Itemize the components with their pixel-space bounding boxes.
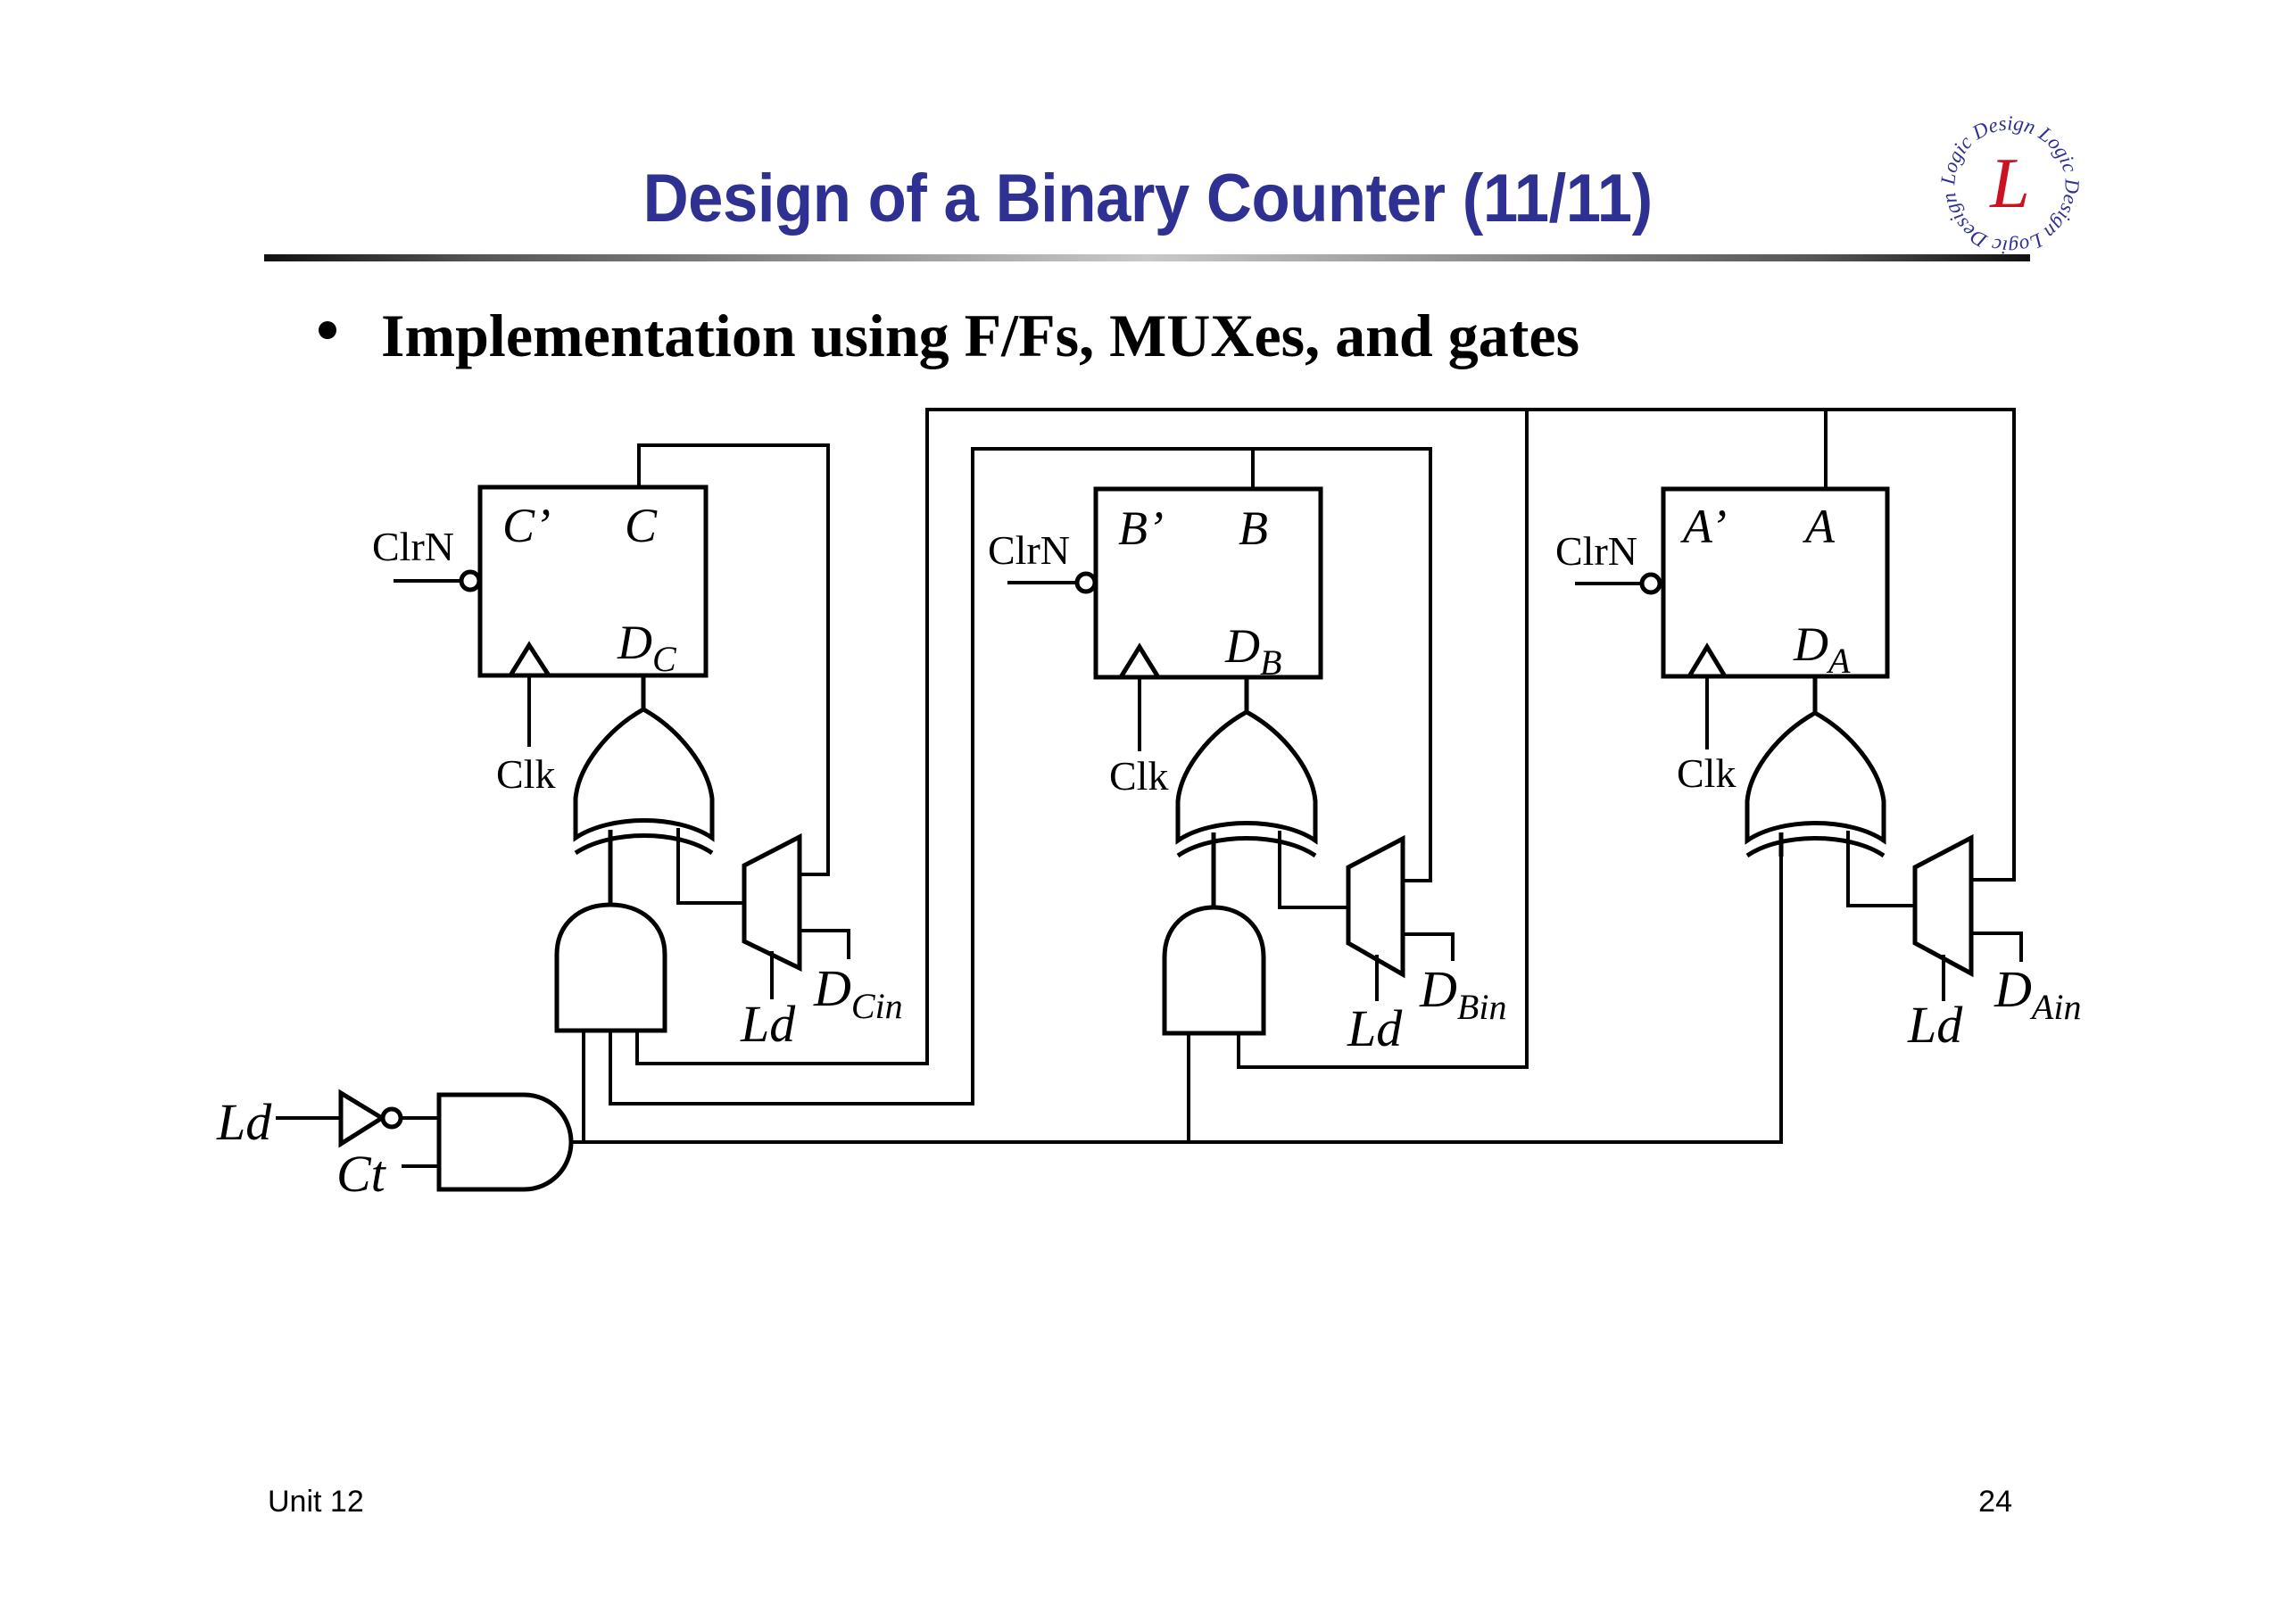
mux-select-label-a: Ld <box>1907 996 1963 1054</box>
mux-input-label-c: DCin <box>813 959 903 1026</box>
d-label-a: DA <box>1793 617 1851 681</box>
bullet-text: Implementation using F/Fs, MUXes, and ga… <box>381 302 1580 369</box>
xor-gate-a-input-arc <box>1745 836 1886 858</box>
wire-c-feedback <box>637 443 830 876</box>
title-rule <box>264 254 2030 261</box>
clrn-label: ClrN <box>988 527 1070 573</box>
xor-gate-b <box>1175 709 1318 845</box>
d-label-c: DC <box>617 616 677 679</box>
wire-dbin <box>1401 932 1455 961</box>
and-gate-enable <box>436 1092 574 1192</box>
page-number: 24 <box>1978 1485 2012 1519</box>
wire-mux-a-to-xor <box>1846 831 1917 907</box>
footer-unit: Unit 12 <box>268 1485 364 1519</box>
mux-select-label-b: Ld <box>1347 999 1403 1057</box>
wire-b-feedback <box>609 447 1432 1105</box>
q-label-c: C <box>625 499 658 552</box>
clrn-bubble-icon <box>1639 572 1662 595</box>
mux-b <box>1346 834 1405 979</box>
q-label-a: A <box>1803 500 1836 553</box>
qn-label-a: A’ <box>1680 500 1727 553</box>
clrn-bubble-icon <box>1074 571 1098 594</box>
logo-monogram: L <box>1989 145 2030 223</box>
clk-label: Clk <box>1677 750 1736 796</box>
clrn-label: ClrN <box>1555 528 1637 574</box>
stage-c: ClrN Clk C’ C DC Ld DCin <box>372 484 903 1053</box>
wire-dcin <box>798 929 850 959</box>
control-logic: Ld Ct <box>216 1089 574 1203</box>
enable-bus <box>569 841 1783 1144</box>
qn-label-b: B’ <box>1118 501 1164 555</box>
xor-gate-c-input-arc <box>574 833 714 856</box>
wire-a-feedback <box>635 408 2016 1065</box>
xor-gate-c <box>573 707 715 842</box>
flipflop-a <box>1661 486 1890 679</box>
q-label-b: B <box>1239 501 1268 555</box>
mux-input-label-a: DAin <box>1993 960 2081 1027</box>
wire-dain <box>1969 932 2023 962</box>
mux-select-label-c: Ld <box>740 995 796 1053</box>
inverter-bubble-icon <box>380 1106 403 1130</box>
mux-a <box>1912 833 1974 978</box>
xor-gate-a <box>1745 710 1886 845</box>
d-label-b: DB <box>1224 619 1281 683</box>
wire-mux-c-to-xor <box>676 828 746 905</box>
and-gate-c <box>554 902 667 1033</box>
ct-input-label: Ct <box>336 1145 387 1203</box>
ld-input-label: Ld <box>216 1093 272 1151</box>
mux-c <box>742 832 802 972</box>
logic-design-logo: Logic Design Logic Design Logic Design L <box>1936 112 2083 258</box>
slide-title-text: Design of a Binary Counter (11/11) <box>642 161 1654 236</box>
clk-label: Clk <box>496 751 555 797</box>
and-gate-b <box>1162 905 1266 1036</box>
clrn-label: ClrN <box>372 524 454 569</box>
clrn-bubble-icon <box>459 569 482 592</box>
bullet-icon <box>319 321 336 339</box>
slide-title: Design of a Binary Counter (11/11) <box>0 159 2296 239</box>
stage-a: ClrN Clk A’ A DA Ld DAin <box>1555 486 2081 1054</box>
wire-mux-b-to-xor <box>1278 831 1350 909</box>
clock-edge-icon <box>506 641 553 678</box>
feedback-wires <box>609 408 2016 1105</box>
clock-edge-icon <box>1685 642 1729 679</box>
inverter-gate <box>338 1089 386 1148</box>
clk-label: Clk <box>1109 753 1168 799</box>
clock-edge-icon <box>1116 642 1163 680</box>
mux-input-label-b: DBin <box>1419 960 1506 1027</box>
stage-b: ClrN Clk B’ B DB Ld DBin <box>988 486 1506 1057</box>
xor-gate-b-input-arc <box>1176 836 1317 858</box>
qn-label-c: C’ <box>502 499 551 552</box>
wire-a-to-and-b <box>1237 408 1529 1069</box>
